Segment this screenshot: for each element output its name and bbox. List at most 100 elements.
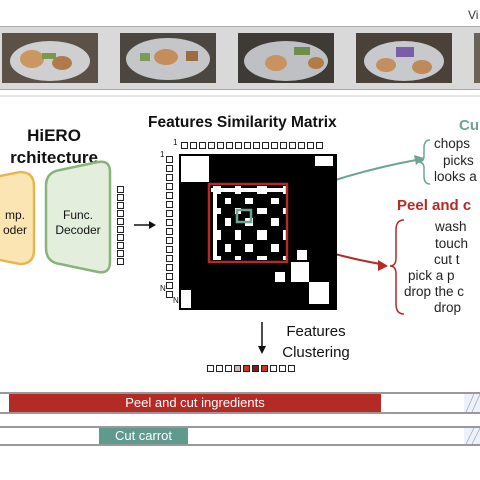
matrix-top-square (289, 142, 296, 149)
matrix-cell (257, 256, 267, 260)
video-frame-4 (356, 33, 452, 83)
architecture-title: HiERO rchitecture (0, 125, 110, 169)
decoder-label-line1: Func. (62, 208, 93, 222)
matrix-cell (283, 256, 287, 260)
matrix-label-1-top: 1 (173, 138, 178, 147)
matrix-block (181, 156, 209, 182)
matrix-top-square (208, 142, 215, 149)
matrix-top-square (271, 142, 278, 149)
matrix-left-square (166, 282, 173, 289)
architecture-title-line1: HiERO (27, 126, 81, 145)
matrix-cell (283, 230, 287, 240)
matrix-block (291, 262, 309, 282)
feature-square (117, 234, 124, 241)
encoder-label-line2: oder (2, 223, 28, 237)
matrix-block (275, 272, 285, 282)
encoder-block (0, 170, 36, 266)
matrix-left-square (166, 156, 173, 163)
timeline-bar-1-segment (9, 394, 381, 412)
red-cluster-item: drop (434, 300, 462, 315)
architecture-title-line2: rchitecture (10, 148, 98, 167)
matrix-top-square (235, 142, 242, 149)
cluster-square (270, 365, 277, 372)
matrix-cell (225, 198, 231, 204)
clustering-title: Features Clustering (256, 321, 376, 363)
matrix-label-1-left: 1 (160, 150, 165, 159)
cluster-square (207, 365, 214, 372)
feature-square (117, 258, 124, 265)
red-cluster-item: pick a p (408, 268, 455, 283)
timeline-bar-1-hatch-end (464, 394, 480, 412)
matrix-left-square (166, 273, 173, 280)
cluster-square (234, 365, 241, 372)
matrix-left-square (166, 165, 173, 172)
clustering-title-line2: Clustering (282, 344, 350, 361)
matrix-top-square (307, 142, 314, 149)
feature-square (117, 250, 124, 257)
matrix-left-square (166, 183, 173, 190)
matrix-top-square (280, 142, 287, 149)
matrix-cell (225, 218, 231, 226)
green-cluster-item: chops (434, 136, 471, 151)
matrix-top-square (226, 142, 233, 149)
red-cluster-brace (389, 219, 405, 315)
matrix-cell (245, 198, 253, 204)
matrix-band (213, 186, 217, 260)
matrix-left-square (166, 237, 173, 244)
video-frame-2 (120, 33, 216, 83)
clustering-title-line1: Features (286, 323, 346, 340)
timeline-bar-1-label: Peel and cut ingredients (125, 395, 265, 410)
matrix-block (297, 250, 307, 260)
feature-square (117, 186, 124, 193)
matrix-title: Features Similarity Matrix (148, 114, 337, 131)
timeline-bar-2-segment (99, 428, 188, 444)
matrix-left-square (166, 210, 173, 217)
red-cluster-item: touch (435, 236, 469, 251)
decoder-block (44, 160, 112, 274)
decoder-label: Func. Decoder (46, 208, 110, 238)
red-cluster-item: wash (435, 219, 467, 234)
green-cluster-highlight (235, 208, 253, 224)
red-cluster-highlight (207, 182, 289, 264)
red-cluster-item: cut t (434, 252, 460, 267)
arrow-green-cluster-head (414, 155, 424, 165)
similarity-matrix (179, 154, 337, 310)
red-cluster-title: Peel and c (397, 197, 472, 214)
timeline-hatch-lines (465, 393, 480, 445)
timeline-bar-2-label: Cut carrot (114, 428, 173, 443)
matrix-label-n-left: N (160, 284, 166, 293)
encoder-label: mp. oder (0, 208, 32, 238)
matrix-cell (257, 230, 267, 240)
matrix-left-square (166, 255, 173, 262)
matrix-cell (245, 244, 253, 252)
matrix-cell (257, 208, 267, 214)
matrix-cell (235, 256, 241, 260)
matrix-top-square (190, 142, 197, 149)
cluster-square (243, 365, 250, 372)
matrix-top-feature-row (181, 142, 339, 150)
arrow-to-clustering-head (258, 346, 266, 354)
corner-text: Vi (468, 8, 479, 22)
cluster-assignment-row (207, 365, 297, 373)
matrix-top-square (253, 142, 260, 149)
arrow-to-matrix-head (149, 221, 156, 229)
video-frame-1 (2, 33, 98, 83)
matrix-cell (235, 230, 241, 240)
matrix-top-square (262, 142, 269, 149)
matrix-top-square (244, 142, 251, 149)
red-cluster-item: drop the c (404, 284, 465, 299)
matrix-left-square (166, 219, 173, 226)
matrix-top-square (298, 142, 305, 149)
cluster-square (225, 365, 232, 372)
matrix-top-square (316, 142, 323, 149)
feature-square (117, 194, 124, 201)
matrix-left-square (166, 291, 173, 298)
green-cluster-brace (417, 139, 431, 185)
video-frame-5 (474, 33, 480, 83)
feature-square (117, 242, 124, 249)
cluster-square (261, 365, 268, 372)
cluster-square (252, 365, 259, 372)
matrix-cell (225, 244, 231, 252)
matrix-left-square (166, 201, 173, 208)
